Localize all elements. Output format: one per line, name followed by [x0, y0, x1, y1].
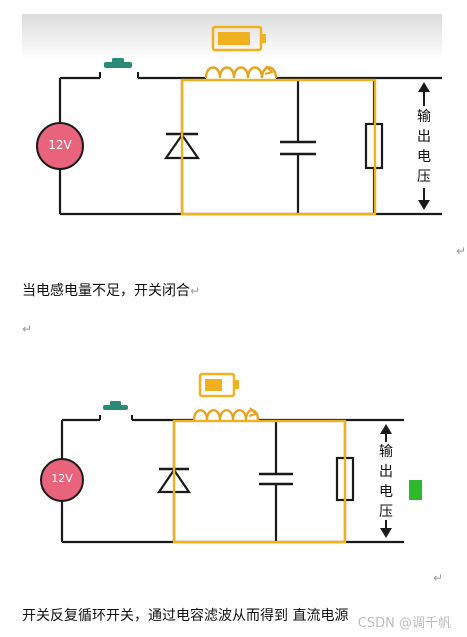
voltage-source-2 [40, 458, 84, 502]
voltage-source-1 [36, 122, 84, 170]
caption-2: 开关反复循环开关，通过电容滤波从而得到 直流电源 [22, 605, 348, 625]
circuit-diagram-1: 12V 输 出 电 压 [0, 0, 467, 250]
caption-1-text: 当电感电量不足，开关闭合 [22, 283, 190, 299]
output-voltage-arrow-1 [418, 82, 430, 210]
capacitor-2 [259, 472, 293, 486]
output-voltage-arrow-2 [380, 424, 392, 538]
status-indicator [409, 480, 422, 500]
output-label-char: 电 [417, 149, 431, 165]
circuit-canvas-2 [40, 372, 422, 544]
circuit-canvas-1 [22, 14, 442, 216]
caption-2-tail: 直流电源 [292, 608, 349, 624]
switch-open-1 [99, 58, 139, 78]
output-label-char: 压 [417, 169, 431, 185]
output-voltage-label-2: 输 出 电 压 [377, 442, 395, 522]
capacitor-1 [280, 140, 316, 156]
inductor-1 [204, 65, 278, 79]
battery-icon-2 [198, 372, 239, 398]
voltage-source-label-2: 12V [51, 472, 73, 485]
current-loop-highlight-2 [172, 419, 347, 544]
return-mark: ↵ [22, 322, 33, 336]
battery-icon-1 [211, 25, 266, 52]
output-label-char: 电 [379, 484, 393, 500]
return-mark: ↵ [433, 571, 444, 585]
return-mark: ↵ [456, 244, 467, 258]
inductor-2 [192, 407, 260, 421]
circuit-diagram-2: 12V 输 出 电 压 [0, 360, 467, 560]
current-loop-highlight-1 [180, 78, 377, 216]
voltage-source-label-1: 12V [48, 138, 72, 152]
output-label-char: 出 [417, 129, 431, 145]
caption-2-text: 开关反复循环开关，通过电容滤波从而得到 [22, 608, 288, 624]
output-voltage-label-1: 输 出 电 压 [415, 107, 433, 187]
circuit-wires [58, 76, 442, 216]
output-label-char: 输 [379, 444, 393, 460]
caption-1: 当电感电量不足，开关闭合↵ [22, 280, 200, 300]
return-mark: ↵ [190, 284, 201, 298]
output-label-char: 出 [379, 464, 393, 480]
output-label-char: 压 [379, 504, 393, 520]
output-label-char: 输 [417, 109, 431, 125]
watermark: CSDN @调千帆 [357, 616, 451, 631]
switch-open-2 [99, 401, 133, 420]
